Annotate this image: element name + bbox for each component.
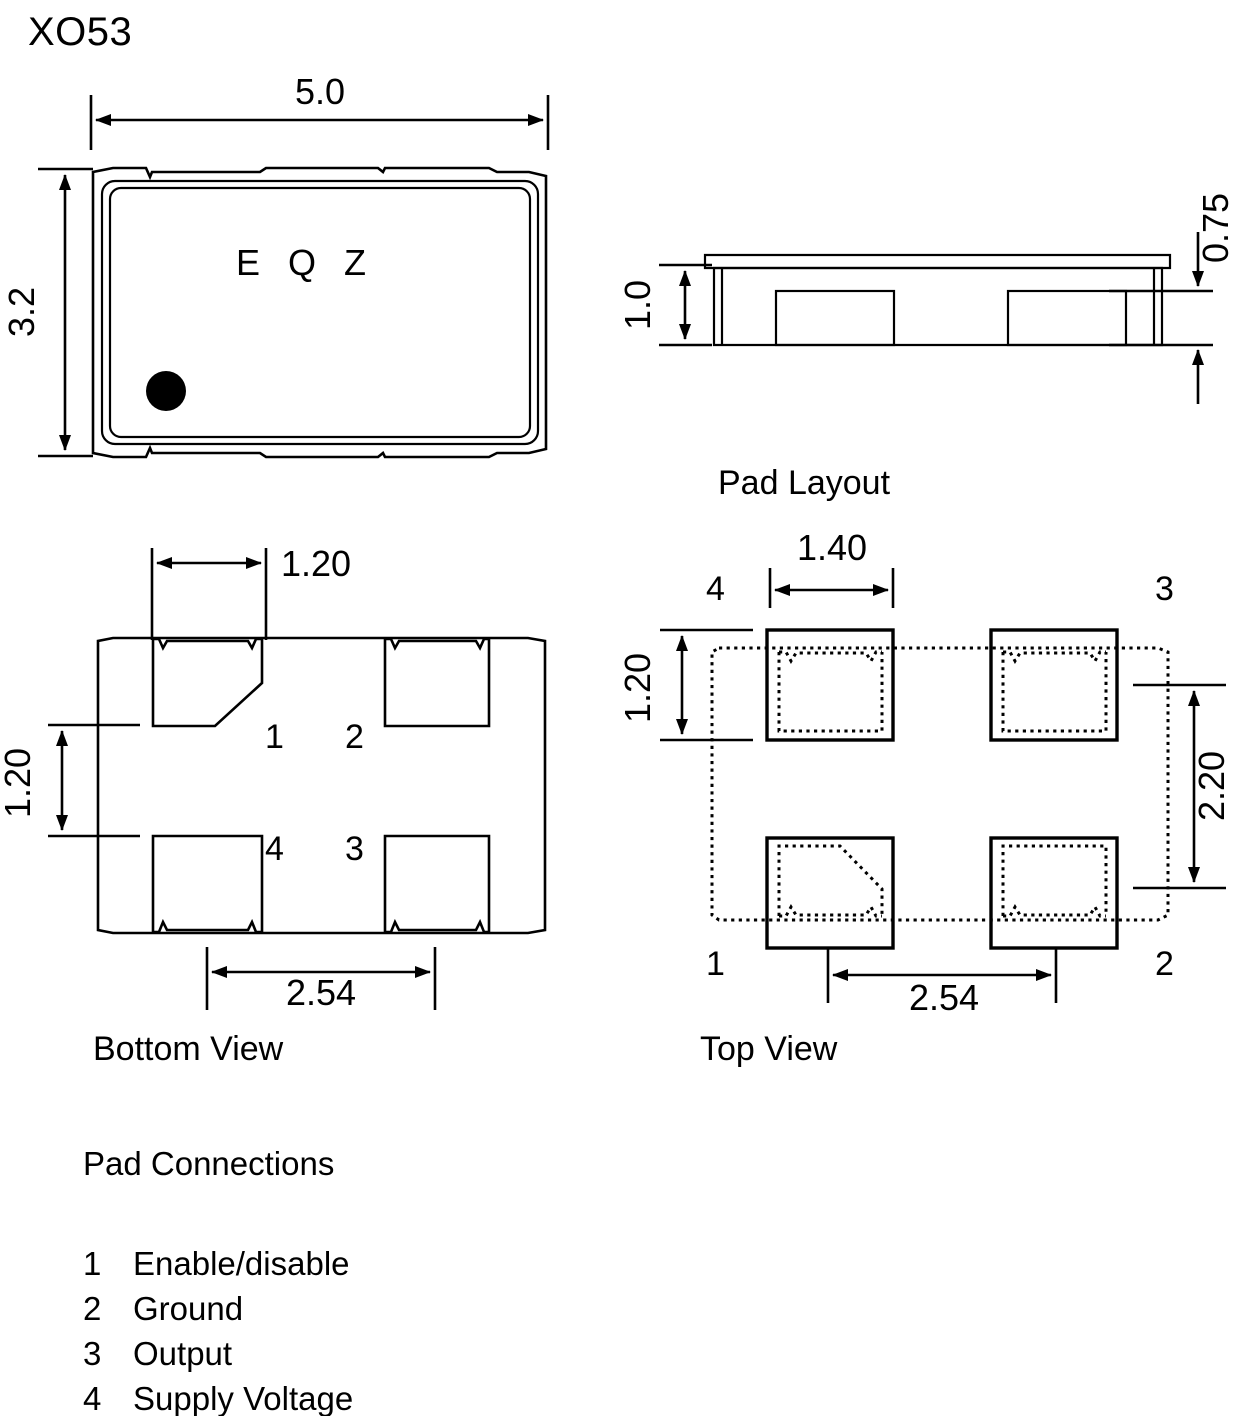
tv-pin-label-4: 4 bbox=[706, 570, 725, 608]
bottom-view-caption: Bottom View bbox=[93, 1030, 284, 1068]
tv-pin-label-1: 1 bbox=[706, 945, 725, 983]
dim-label-tv-pad-height: 1.20 bbox=[617, 653, 658, 723]
pad-conn-num-1: 1 bbox=[83, 1245, 101, 1282]
pad-conn-name-4: Supply Voltage bbox=[133, 1380, 353, 1416]
package-top-view: 5.0 3.2 E Q Z bbox=[1, 71, 550, 459]
body-slab bbox=[712, 266, 1164, 347]
dim-label-standoff: 0.75 bbox=[1195, 193, 1236, 263]
dim-label-tv-pitch-x: 2.54 bbox=[909, 977, 979, 1018]
dim-bv-pad-width: 1.20 bbox=[150, 543, 351, 640]
tv-castellation-3 bbox=[1001, 650, 1108, 733]
package-marking: E Q Z bbox=[236, 242, 375, 283]
dim-width-5-0: 5.0 bbox=[89, 71, 550, 150]
bv-pin-label-3: 3 bbox=[345, 830, 364, 868]
dim-tv-pad-width: 1.40 bbox=[768, 527, 895, 608]
dim-label-side-height: 1.0 bbox=[617, 280, 658, 330]
dim-tv-pad-height: 1.20 bbox=[617, 628, 753, 742]
dim-bv-pad-height: 1.20 bbox=[0, 723, 140, 838]
tv-pin-label-2: 2 bbox=[1155, 945, 1174, 983]
tv-package-outline-dotted bbox=[710, 646, 1170, 922]
bottom-pad-1 bbox=[151, 637, 264, 728]
pad-conn-name-3: Output bbox=[133, 1335, 232, 1372]
tv-castellation-4 bbox=[777, 650, 884, 733]
dim-height-3-2: 3.2 bbox=[1, 167, 93, 458]
tv-pad-1 bbox=[765, 836, 895, 950]
pad-conn-num-4: 4 bbox=[83, 1380, 101, 1416]
dim-standoff-0-75: 0.75 bbox=[1109, 193, 1236, 404]
dim-label-tv-pitch-y: 2.20 bbox=[1191, 751, 1232, 821]
bv-pin-label-4: 4 bbox=[265, 830, 284, 868]
lid-slab bbox=[703, 253, 1172, 270]
pad-connections-heading: Pad Connections bbox=[83, 1145, 334, 1182]
tv-castellation-2 bbox=[1001, 844, 1108, 918]
side-view-caption: Pad Layout bbox=[718, 464, 891, 502]
pad-connections-legend: Pad Connections 1 Enable/disable 2 Groun… bbox=[83, 1145, 353, 1416]
bv-pin-label-1: 1 bbox=[265, 718, 284, 756]
pad-conn-name-1: Enable/disable bbox=[133, 1245, 350, 1282]
pad-conn-name-2: Ground bbox=[133, 1290, 243, 1327]
tv-pad-2 bbox=[989, 836, 1119, 950]
bottom-pad-4 bbox=[151, 834, 264, 934]
side-pad-left bbox=[774, 289, 896, 347]
dim-label-bv-pad-width: 1.20 bbox=[281, 543, 351, 584]
top-view-caption: Top View bbox=[700, 1030, 838, 1068]
tv-pad-4 bbox=[765, 628, 895, 742]
side-pad-right bbox=[1006, 289, 1128, 347]
dim-label-height: 3.2 bbox=[1, 287, 42, 337]
lid-ring-inner bbox=[108, 186, 532, 439]
dim-height-1-0: 1.0 bbox=[617, 263, 712, 347]
lid-ring-outer bbox=[100, 179, 540, 446]
dim-tv-pitch-x: 2.54 bbox=[826, 948, 1058, 1018]
dim-label-tv-pad-width: 1.40 bbox=[797, 527, 867, 568]
bottom-view: 1.20 1.20 1 2 4 3 bbox=[0, 543, 547, 1068]
side-view: 1.0 0.75 Pad Layout bbox=[617, 193, 1236, 502]
dim-label-bv-pitch: 2.54 bbox=[286, 972, 356, 1013]
dim-label-width: 5.0 bbox=[295, 71, 345, 112]
page-title: XO53 bbox=[28, 10, 132, 54]
dim-bv-pitch: 2.54 bbox=[205, 947, 437, 1013]
pad-conn-num-2: 2 bbox=[83, 1290, 101, 1327]
pin1-dot-marker bbox=[146, 371, 186, 411]
tv-pad-3 bbox=[989, 628, 1119, 742]
bottom-pad-3 bbox=[383, 834, 491, 934]
dim-label-bv-pad-height: 1.20 bbox=[0, 748, 38, 818]
tv-pin-label-3: 3 bbox=[1155, 570, 1174, 608]
pad-layout-top-view: 1.40 4 3 1 2 1.20 bbox=[617, 527, 1232, 1068]
tv-castellation-1 bbox=[777, 844, 884, 918]
bv-pin-label-2: 2 bbox=[345, 718, 364, 756]
dim-tv-pitch-y: 2.20 bbox=[1133, 683, 1232, 890]
bottom-pad-2 bbox=[383, 637, 491, 728]
bottom-view-body bbox=[96, 636, 547, 935]
pad-conn-num-3: 3 bbox=[83, 1335, 101, 1372]
